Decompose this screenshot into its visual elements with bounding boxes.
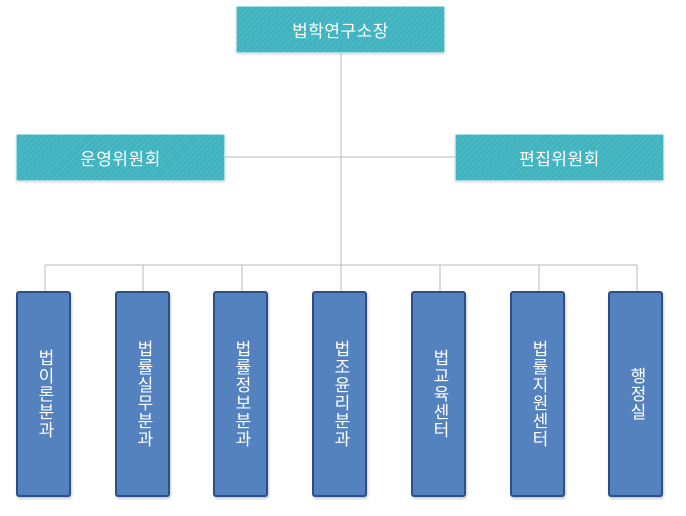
- department-node-legal-practice: 법률실무분과: [115, 291, 170, 497]
- department-node-legal-information: 법률정보분과: [213, 291, 268, 497]
- editorial-committee-node: 편집위원회: [455, 134, 664, 181]
- department-label: 법률실무분과: [133, 340, 153, 448]
- department-label: 법교육센터: [429, 349, 449, 439]
- department-label: 법률지원센터: [528, 340, 548, 448]
- department-label: 법조윤리분과: [330, 340, 350, 448]
- operations-committee-label: 운영위원회: [80, 150, 161, 170]
- director-label: 법학연구소장: [292, 22, 389, 42]
- editorial-committee-label: 편집위원회: [519, 150, 600, 170]
- department-node-legal-theory: 법이론분과: [16, 291, 71, 497]
- department-node-legal-aid-center: 법률지원센터: [510, 291, 565, 497]
- department-node-administration-office: 행정실: [608, 291, 663, 497]
- department-node-legal-ethics: 법조윤리분과: [312, 291, 367, 497]
- department-label: 행정실: [626, 367, 646, 421]
- department-node-legal-education-center: 법교육센터: [411, 291, 466, 497]
- operations-committee-node: 운영위원회: [16, 134, 225, 181]
- department-label: 법률정보분과: [231, 340, 251, 448]
- department-label: 법이론분과: [34, 349, 54, 439]
- director-node: 법학연구소장: [236, 6, 445, 53]
